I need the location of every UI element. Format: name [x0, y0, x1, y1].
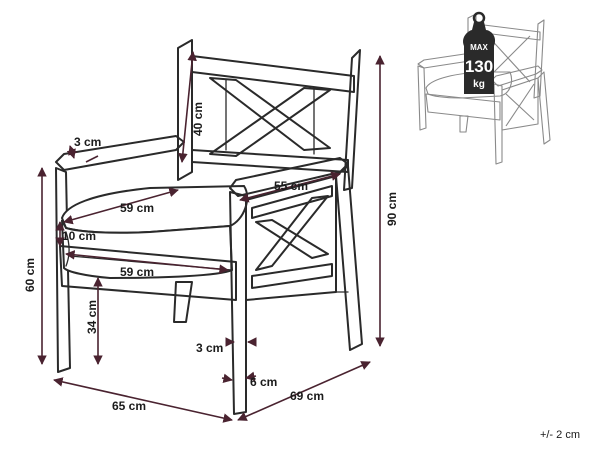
chair-drawing: [55, 39, 363, 415]
dim-arm-depth: 55 cm: [274, 179, 308, 193]
dim-seat-width-top: 59 cm: [120, 201, 154, 215]
max-load-unit: kg: [473, 79, 485, 90]
dim-seat-width-front: 59 cm: [120, 265, 154, 279]
dim-back-height: 40 cm: [191, 102, 205, 136]
tolerance-note: +/- 2 cm: [540, 429, 580, 441]
dim-arm-height: 60 cm: [23, 258, 37, 292]
max-load-label: MAX: [470, 43, 488, 52]
dim-total-height: 90 cm: [385, 192, 399, 226]
max-load-badge: MAX 130 kg: [463, 11, 496, 94]
dimension-lines: [37, 51, 385, 423]
max-load-value: 130: [465, 57, 493, 76]
dim-arm-thickness: 3 cm: [74, 135, 101, 149]
dim-leg-width-side: 3 cm: [196, 341, 223, 355]
dim-seat-height: 34 cm: [85, 300, 99, 334]
dim-total-depth: 69 cm: [290, 389, 324, 403]
dim-cushion-thickness: 10 cm: [62, 229, 96, 243]
dim-leg-width-front: 6 cm: [250, 375, 277, 389]
dim-total-width: 65 cm: [112, 399, 146, 413]
